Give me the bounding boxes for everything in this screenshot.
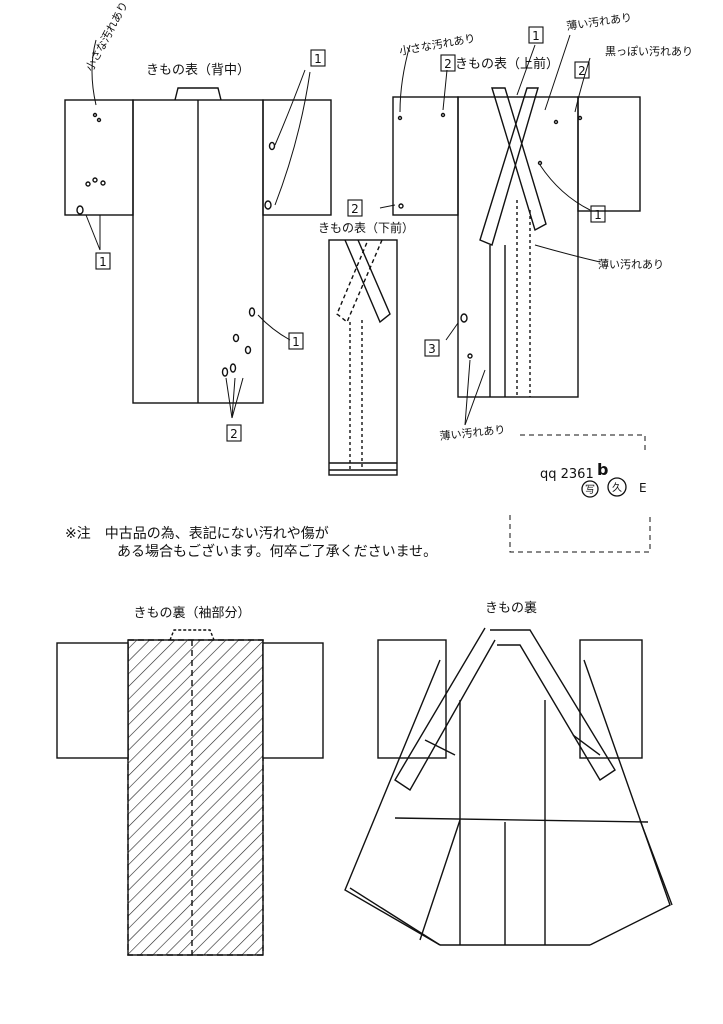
right-sleeve (262, 99, 332, 216)
collar-strip (491, 87, 547, 232)
right-sleeve (579, 639, 643, 759)
stain-mark (244, 345, 252, 355)
left-flare (344, 659, 441, 946)
stain-mark (76, 205, 84, 215)
marker-2: 2 (230, 427, 238, 441)
label-lining-sleeve: きもの裏（袖部分） (133, 606, 250, 621)
marker-3: 3 (428, 342, 436, 356)
kimono-back-view (64, 39, 332, 419)
stain-mark (100, 180, 106, 186)
stamp-box-bottom (509, 515, 651, 553)
stamp-circle-1: 写 (585, 484, 595, 496)
marker-1: 1 (532, 29, 540, 43)
collar (174, 87, 222, 101)
stain-mark (221, 367, 229, 377)
hatched-body (127, 639, 264, 956)
left-sleeve (392, 96, 459, 216)
annotation-light-stain-bottom: 薄い汚れあり (439, 422, 506, 443)
marker-1: 1 (314, 52, 322, 66)
marker-2: 2 (578, 64, 586, 78)
stain-mark (85, 181, 91, 187)
stamp-circle-2: 久 (612, 482, 622, 494)
lining-sleeve-view (56, 629, 324, 956)
upper-front-body (457, 96, 579, 398)
annotation-small-stain-right: 小さな汚れあり (398, 32, 476, 58)
collar-strip (479, 87, 539, 246)
collar-band (490, 629, 616, 781)
stain-mark (92, 177, 98, 183)
right-sleeve (577, 96, 641, 212)
collar-strip (336, 239, 383, 324)
marker-1: 1 (99, 255, 107, 269)
marker-2: 2 (444, 57, 452, 71)
stain-mark (248, 307, 256, 317)
marker-2: 2 (351, 202, 359, 216)
left-sleeve (377, 639, 447, 759)
marker-1: 1 (594, 208, 602, 222)
stamp-box-top (520, 434, 646, 450)
right-sleeve (262, 642, 324, 759)
annotation-light-stain-top: 薄い汚れあり (565, 10, 632, 33)
stamp-suffix: b (597, 460, 608, 479)
right-flare (583, 659, 671, 946)
left-sleeve (64, 99, 134, 216)
stamp-code: qq 2361 (540, 467, 594, 482)
stain-mark (268, 141, 276, 151)
collar-band (394, 627, 496, 791)
kimono-upper-front-view (379, 34, 641, 426)
stamp-letter: E (639, 481, 647, 495)
stain-mark (232, 333, 240, 343)
note-line-2: ある場合もございます。何卒ご了承くださいませ。 (117, 543, 437, 560)
collar-strip (344, 239, 391, 324)
label-front-upper: きもの表（上前） (455, 56, 559, 72)
label-lining: きもの裏 (485, 601, 537, 616)
annotation-light-stain-mid: 薄い汚れあり (598, 257, 664, 271)
stain-mark (264, 200, 272, 210)
lining-full-view (344, 627, 673, 946)
left-sleeve (56, 642, 129, 759)
annotation-small-stain-left: 小さな汚れあり (83, 0, 131, 73)
annotation-dark-stain: 黒っぽい汚れあり (605, 45, 693, 58)
note-line-1: ※注 中古品の為、表記にない汚れや傷が (65, 525, 329, 542)
lower-front-panel (328, 239, 398, 476)
label-front-back: きもの表（背中） (146, 63, 250, 78)
kimono-lower-front-view (328, 239, 398, 476)
stain-mark (96, 117, 102, 123)
marker-1: 1 (292, 335, 300, 349)
label-front-lower: きもの表（下前） (318, 220, 414, 235)
stain-mark (229, 363, 237, 373)
stain-mark (92, 112, 98, 118)
